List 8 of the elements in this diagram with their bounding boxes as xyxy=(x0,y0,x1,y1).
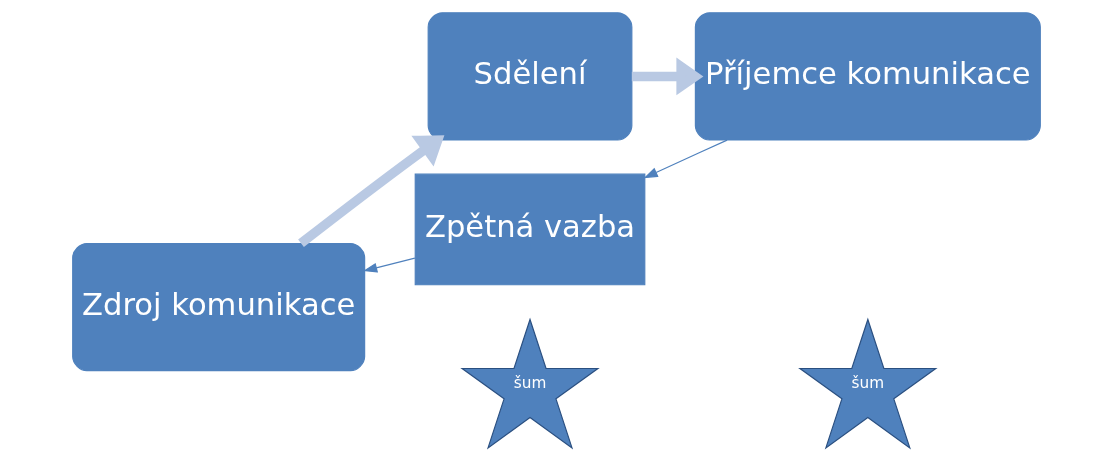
arrow xyxy=(363,257,416,273)
node-box: Zpětná vazba xyxy=(414,173,646,286)
arrow xyxy=(631,57,704,96)
node-box: Zdroj komunikace xyxy=(72,243,366,372)
arrow xyxy=(298,135,445,248)
node-box: Příjemce komunikace xyxy=(694,12,1041,141)
arrow xyxy=(643,139,728,179)
node-box: Sdělení xyxy=(427,12,633,141)
